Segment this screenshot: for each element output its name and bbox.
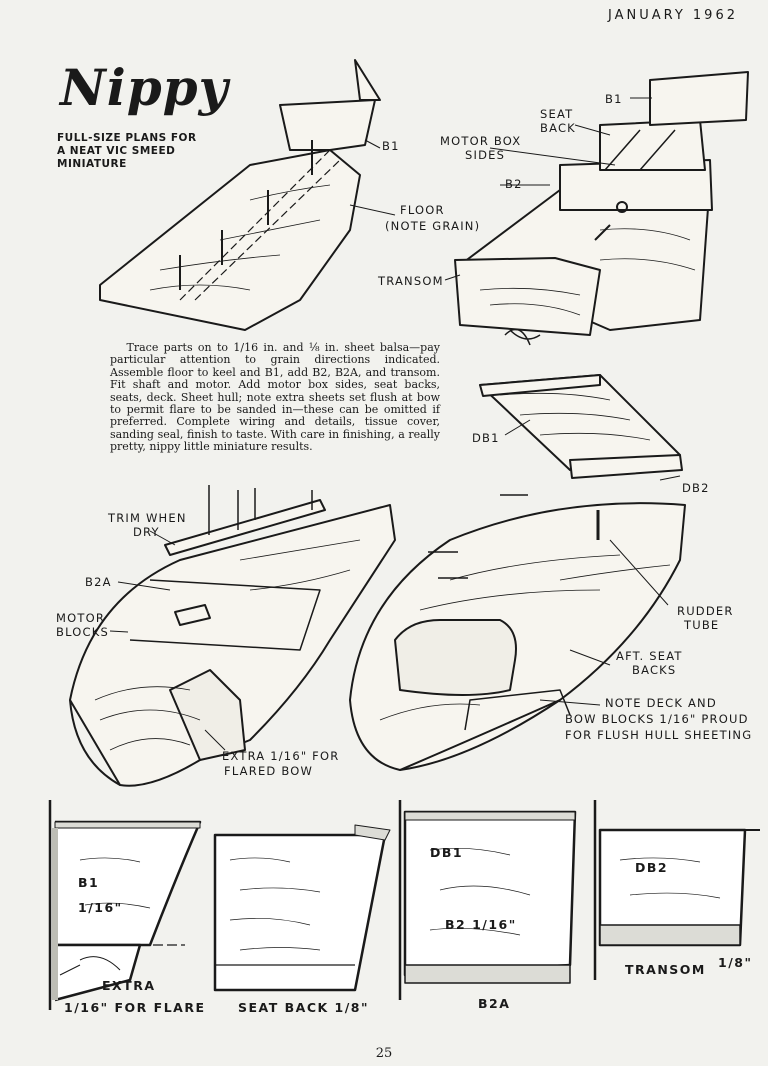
part-label-extra-flare: 1/16" FOR FLARE [64,1000,206,1015]
label-extra-bow-2: FLARED BOW [224,764,314,778]
label-floor: FLOOR [400,203,445,217]
label-rudder-tube-2: TUBE [684,618,720,632]
label-motor-box-2: SIDES [465,148,506,162]
label-db2: DB2 [682,481,710,495]
label-db1: DB1 [472,431,500,445]
part-label-extra: EXTRA [102,978,156,993]
label-trim-when: TRIM WHEN [108,511,187,525]
label-b2a: B2A [85,575,112,589]
article-title: Nippy [60,58,229,117]
label-note-deck-2: BOW BLOCKS 1/16" PROUD [565,712,749,726]
part-label-b1: B1 [78,875,100,890]
part-outlines [48,800,760,1010]
label-motor-box: MOTOR BOX [440,134,522,148]
floor-assembly-drawing [99,59,396,331]
page-number: 25 [375,1046,393,1061]
label-note-deck-3: FOR FLUSH HULL SHEETING [565,728,753,742]
part-label-b2a: B2A [478,996,511,1011]
article-subtitle: FULL-SIZE PLANS FOR A NEAT VIC SMEED MIN… [57,132,197,170]
label-note-grain: (NOTE GRAIN) [385,219,481,233]
hull-right-drawing [349,494,686,771]
part-label-b2: B2 1/16" [445,917,517,932]
label-motor-blocks: MOTOR [56,611,106,625]
frame-assembly-drawing [444,71,749,346]
part-label-seat-back: SEAT BACK 1/8" [238,1000,370,1015]
deck-pieces-drawing [479,374,683,481]
label-b2: B2 [505,177,523,191]
label-seat-back: SEAT [540,107,574,121]
part-label-db2: DB2 [635,860,669,875]
label-b1-top: B1 [382,139,400,153]
label-rudder-tube: RUDDER [677,604,734,618]
part-label-db1: DB1 [430,845,464,860]
label-b1-right: B1 [605,92,623,106]
label-seat-back-2: BACK [540,121,576,135]
label-aft-seat: AFT. SEAT [616,649,683,663]
label-trim-dry: DRY [133,525,160,539]
hull-left-drawing [69,485,396,787]
part-label-transom: TRANSOM [625,962,706,977]
instructions-text: Trace parts on to 1/16 in. and ⅛ in. she… [110,341,440,454]
label-motor-blocks-2: BLOCKS [56,625,110,639]
label-transom: TRANSOM [378,274,444,288]
part-label-transom-thickness: 1/8" [718,955,753,970]
label-aft-seat-2: BACKS [632,663,677,677]
label-note-deck: NOTE DECK AND [605,696,717,710]
part-label-b1-thickness: 1/16" [78,900,123,915]
label-extra-bow: EXTRA 1/16" FOR [222,749,340,763]
issue-date: JANUARY 1962 [608,8,738,23]
